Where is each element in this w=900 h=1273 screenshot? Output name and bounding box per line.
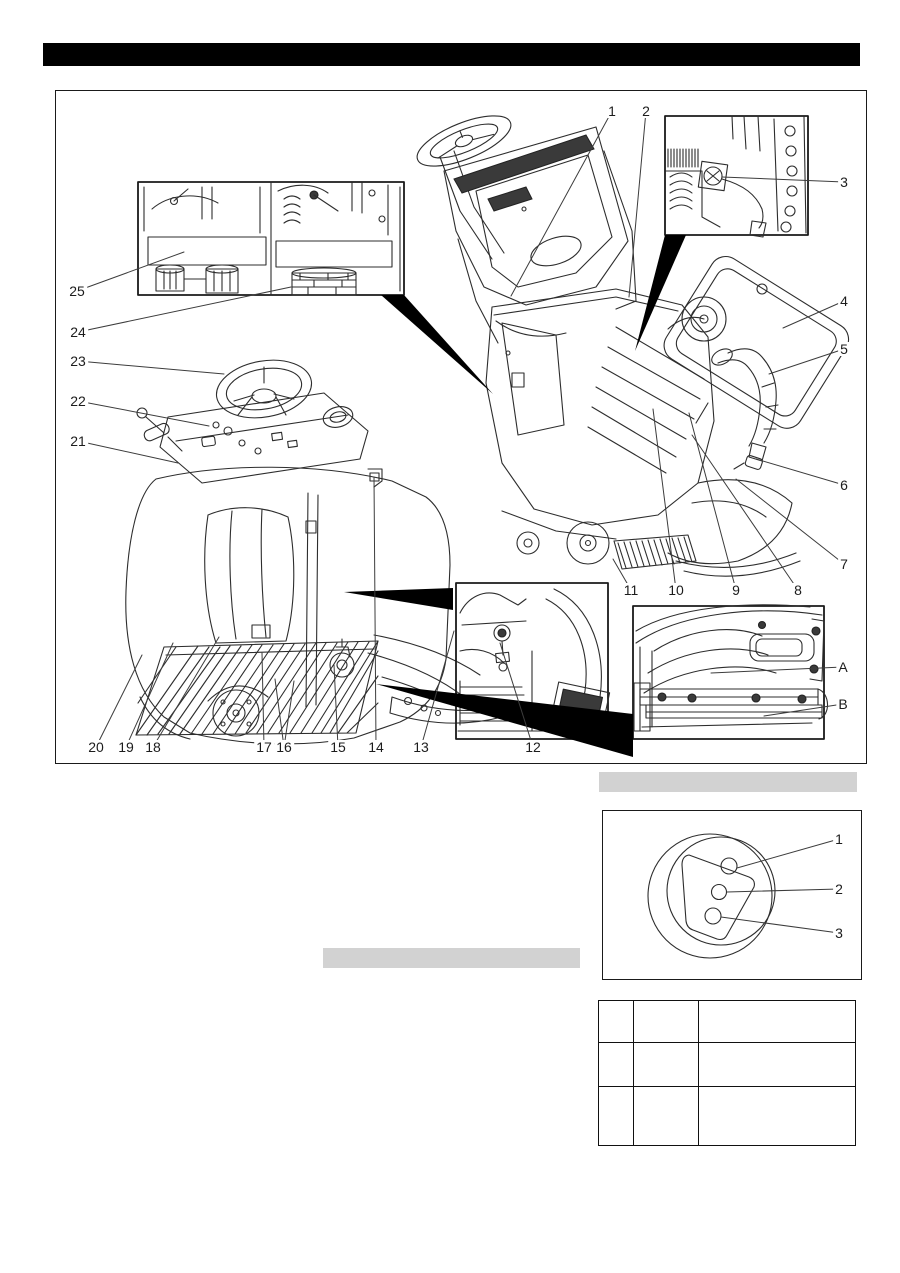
leader-line-19: [125, 642, 174, 748]
leader-line-15: [333, 664, 339, 748]
callout-label-B: B: [836, 696, 850, 712]
callout-label-12: 12: [523, 739, 543, 755]
leader-lines: [720, 838, 840, 934]
connector-face-drawing: [647, 833, 776, 959]
inset-detail-filters: [137, 181, 405, 296]
callout-label-9: 9: [730, 582, 742, 598]
machine-rear-view-drawing: [125, 359, 503, 745]
callout-label-11: 11: [621, 582, 641, 598]
leader-line-9: [688, 412, 737, 591]
callout-label-10: 10: [666, 582, 686, 598]
leader-line-2: [726, 888, 840, 893]
table-cell: [598, 1042, 634, 1087]
callout-label-3: 3: [833, 925, 845, 941]
callout-label-19: 19: [116, 739, 136, 755]
callout-label-20: 20: [86, 739, 106, 755]
callout-label-24: 24: [68, 324, 88, 340]
leader-line-2: [628, 110, 647, 298]
callout-label-21: 21: [68, 433, 88, 449]
table-cell: [633, 1000, 699, 1043]
table-cell: [698, 1000, 856, 1043]
callout-label-2: 2: [833, 881, 845, 897]
table-cell: [698, 1042, 856, 1087]
table-cell: [633, 1042, 699, 1087]
pointer-wedge-inset-cutaway: [376, 684, 633, 757]
callout-label-8: 8: [792, 582, 804, 598]
connector-drawing: [647, 833, 840, 959]
leader-line-13: [420, 630, 455, 748]
leader-line-7: [735, 478, 845, 565]
inset-detail-spring-screw: [664, 115, 809, 238]
table-cell: [698, 1086, 856, 1146]
leader-line-20: [95, 654, 143, 748]
leader-line-6: [755, 458, 845, 486]
figure-connector-pinout: 1 2 3: [602, 810, 862, 980]
spec-table: [598, 1000, 856, 1146]
leader-line-5: [768, 348, 845, 375]
leader-line-8: [691, 434, 799, 591]
table-row: [598, 1086, 856, 1146]
machine-open-view-drawing: [416, 115, 850, 577]
callout-label-25: 25: [67, 283, 87, 299]
pin-1: [720, 857, 738, 875]
section-heading-bar-middle: [323, 948, 580, 968]
callout-label-16: 16: [274, 739, 294, 755]
leader-line-3: [720, 916, 840, 934]
leader-lines: [76, 110, 845, 748]
callout-label-1: 1: [606, 103, 618, 119]
leader-line-12: [499, 642, 534, 748]
callout-label-13: 13: [411, 739, 431, 755]
leader-line-16: [274, 678, 285, 748]
table-row: [598, 1000, 856, 1043]
leader-line-23: [77, 360, 225, 375]
callout-label-22: 22: [68, 393, 88, 409]
callout-label-5: 5: [838, 341, 850, 357]
callout-label-1: 1: [833, 831, 845, 847]
leader-line-22: [77, 400, 210, 427]
leader-line-18: [152, 636, 220, 748]
callout-label-15: 15: [328, 739, 348, 755]
leader-line-16: [283, 680, 295, 748]
callout-label-7: 7: [838, 556, 850, 572]
header-title-bar: [43, 43, 860, 66]
callout-label-23: 23: [68, 353, 88, 369]
callout-label-A: A: [836, 659, 850, 675]
pointer-wedge-inset-filters: [381, 295, 493, 394]
pin-2: [710, 883, 728, 901]
callout-label-18: 18: [143, 739, 163, 755]
leader-line-3: [721, 176, 845, 183]
leader-line-17: [261, 652, 265, 748]
leader-line-10: [652, 408, 677, 591]
callout-label-2: 2: [640, 103, 652, 119]
callout-label-4: 4: [838, 293, 850, 309]
table-cell: [598, 1086, 634, 1146]
callout-label-17: 17: [254, 739, 274, 755]
pointer-wedge-inset-squeegee: [344, 588, 453, 610]
leader-line-1: [736, 838, 840, 869]
leader-line-14: [373, 476, 377, 748]
leader-line-21: [77, 440, 179, 464]
leader-line-25: [76, 251, 185, 292]
machine-overview-drawing: [76, 110, 850, 757]
pin-3: [704, 907, 722, 925]
callout-label-3: 3: [838, 174, 850, 190]
table-row: [598, 1042, 856, 1087]
callout-label-14: 14: [366, 739, 386, 755]
inset-detail-deck-cutaway: [632, 604, 829, 740]
table-cell: [598, 1000, 634, 1043]
leader-line-A: [710, 666, 844, 674]
leader-line-24: [77, 286, 292, 333]
leader-line-1: [510, 110, 613, 297]
section-heading-bar-right: [599, 772, 857, 792]
table-cell: [633, 1086, 699, 1146]
leader-line-B: [763, 703, 844, 717]
leader-line-4: [782, 300, 845, 329]
pointer-wedge-inset-spring: [635, 235, 686, 351]
callout-label-6: 6: [838, 477, 850, 493]
